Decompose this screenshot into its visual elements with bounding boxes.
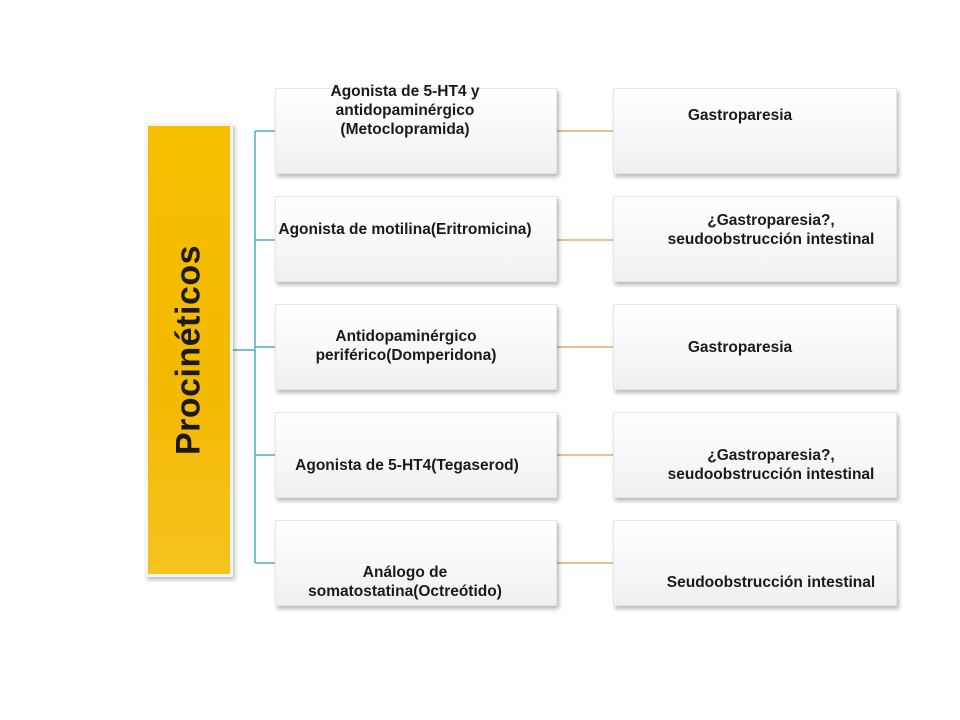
- use-box-4: [613, 412, 897, 498]
- drug-label-5: Análogo de somatostatina(Octreótido): [308, 564, 502, 600]
- drug-box-5: [275, 520, 557, 606]
- drug-label-1: Agonista de 5-HT4 y antidopaminérgico (M…: [330, 83, 480, 138]
- use-box-5: [613, 520, 897, 606]
- drug-box-1: [275, 88, 557, 174]
- drug-label-3: Antidopaminérgico periférico(Domperidona…: [315, 328, 497, 364]
- use-label-2: ¿Gastroparesia?, seudoobstrucción intest…: [667, 212, 875, 248]
- use-label-4: ¿Gastroparesia?, seudoobstrucción intest…: [667, 447, 875, 483]
- root-node: Procinéticos: [145, 123, 233, 577]
- use-label-5: Seudoobstrucción intestinal: [666, 574, 876, 591]
- drug-label-4: Agonista de 5-HT4(Tegaserod): [295, 457, 519, 474]
- drug-box-2: [275, 196, 557, 282]
- use-box-3: [613, 304, 897, 390]
- use-box-1: [613, 88, 897, 174]
- use-box-2: [613, 196, 897, 282]
- drug-label-2: Agonista de motilina(Eritromicina): [278, 221, 532, 238]
- drug-box-4: [275, 412, 557, 498]
- use-label-1: Gastroparesia: [687, 107, 793, 124]
- root-label: Procinéticos: [169, 244, 208, 456]
- use-label-3: Gastroparesia: [687, 339, 793, 356]
- drug-box-3: [275, 304, 557, 390]
